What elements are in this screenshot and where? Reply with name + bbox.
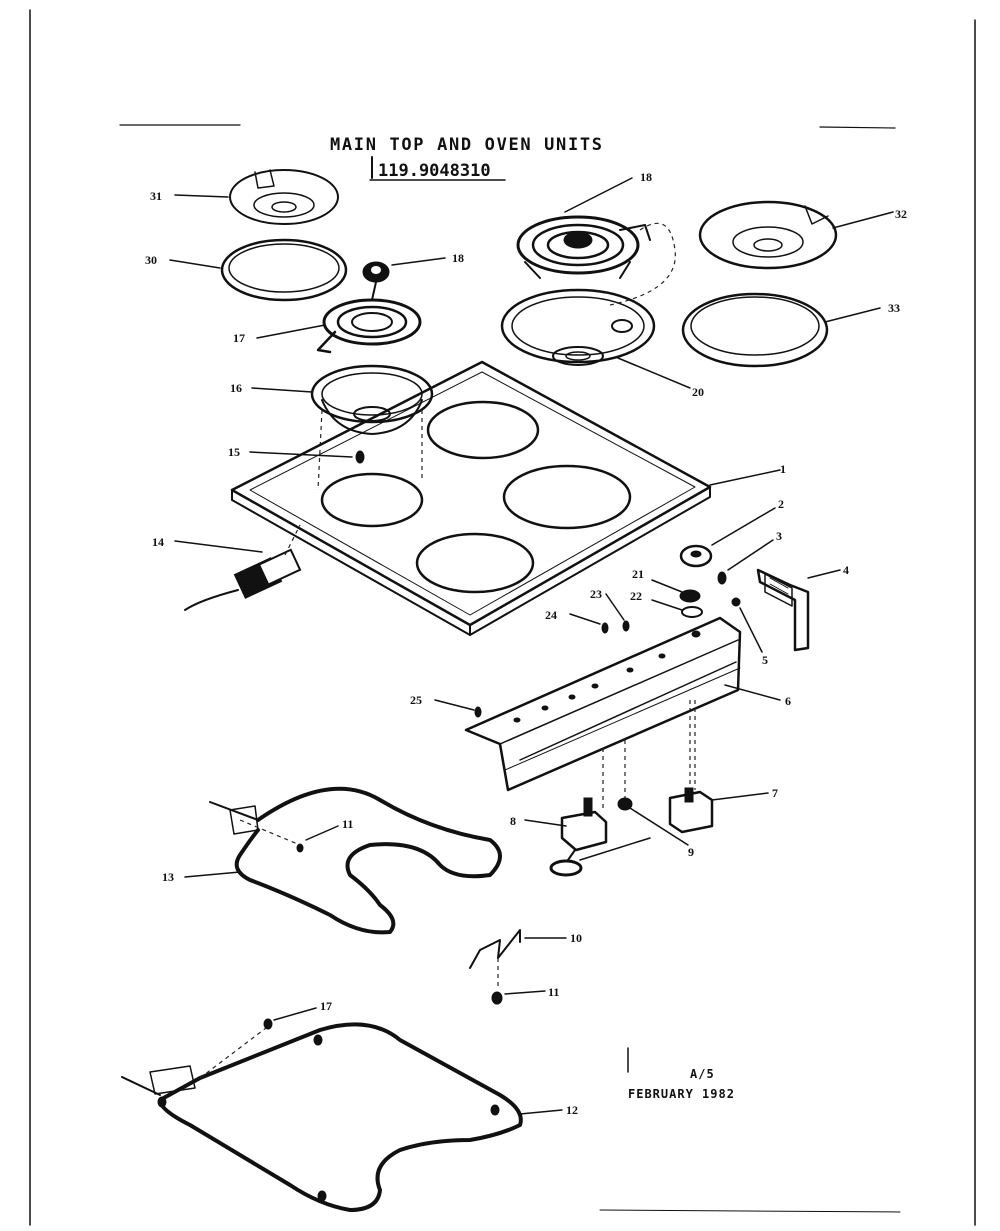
surface-element-18: [516, 215, 651, 279]
callout-25: 25: [410, 693, 422, 707]
trim-ring-33: [681, 292, 829, 368]
bracket-10: [469, 929, 521, 990]
callout-10: 10: [570, 931, 582, 945]
callout-1: 1: [780, 462, 786, 476]
broil-element-13: [209, 786, 502, 935]
callout-5: 5: [762, 653, 768, 667]
screw-17-lower: [263, 1018, 273, 1030]
model-number: 119.9048310: [378, 161, 491, 181]
callout-11-upper: 11: [342, 817, 353, 831]
screw-5: [731, 597, 741, 607]
callout-32: 32: [895, 207, 907, 221]
footer-date: FEBRUARY 1982: [628, 1087, 735, 1101]
callout-30: 30: [145, 253, 157, 267]
surface-element-17: [316, 281, 422, 354]
control-panel-6: [464, 616, 742, 792]
screw-9: [617, 797, 633, 811]
cooktop-main-top-1: [230, 360, 712, 636]
callout-24: 24: [545, 608, 557, 622]
drip-pan-31: [229, 169, 339, 225]
screw-11-upper: [296, 843, 304, 853]
callout-22: 22: [630, 589, 642, 603]
callout-2: 2: [778, 497, 784, 511]
callout-8: 8: [510, 814, 516, 828]
callout-3: 3: [776, 529, 782, 543]
callout-9: 9: [688, 845, 694, 859]
screw-24: [601, 622, 609, 634]
trim-ring-30: [220, 238, 348, 302]
terminal-block-14: [184, 524, 302, 611]
callout-33: 33: [888, 301, 900, 315]
callout-15: 15: [228, 445, 240, 459]
callout-17-top: 17: [233, 331, 245, 345]
switch-4: [756, 568, 810, 652]
infinite-switch-7: [668, 787, 714, 834]
scan-borders: [29, 9, 976, 1226]
callout-23: 23: [590, 587, 602, 601]
terminal-block-18: [362, 261, 390, 283]
callout-7: 7: [772, 786, 778, 800]
drip-pan-16: [310, 364, 434, 435]
callout-4: 4: [843, 563, 849, 577]
drip-pan-20: [500, 288, 656, 366]
diagram-title: MAIN TOP AND OVEN UNITS: [330, 135, 602, 155]
callout-12: 12: [566, 1103, 578, 1117]
callout-20: 20: [692, 385, 704, 399]
control-knob-2: [679, 544, 713, 568]
callout-11-lower: 11: [548, 985, 559, 999]
screw-15: [355, 450, 365, 464]
callout-21: 21: [632, 567, 644, 581]
thermostat-8: [549, 797, 651, 877]
callout-18-left: 18: [452, 251, 464, 265]
screw-23: [622, 620, 630, 632]
drip-pan-32: [698, 200, 838, 270]
screw-25: [474, 706, 482, 718]
nut-22: [681, 606, 703, 618]
callout-17-lower: 17: [320, 999, 332, 1013]
callout-14: 14: [152, 535, 164, 549]
callout-13: 13: [162, 870, 174, 884]
callout-18-right: 18: [640, 170, 652, 184]
callout-31: 31: [150, 189, 162, 203]
spring-clip-3: [717, 571, 727, 585]
bake-element-12: [121, 1022, 523, 1212]
footer-page: A/5: [690, 1067, 715, 1081]
callout-6: 6: [785, 694, 791, 708]
callout-16: 16: [230, 381, 242, 395]
screw-11-lower: [491, 991, 503, 1005]
washer-21: [679, 589, 701, 603]
